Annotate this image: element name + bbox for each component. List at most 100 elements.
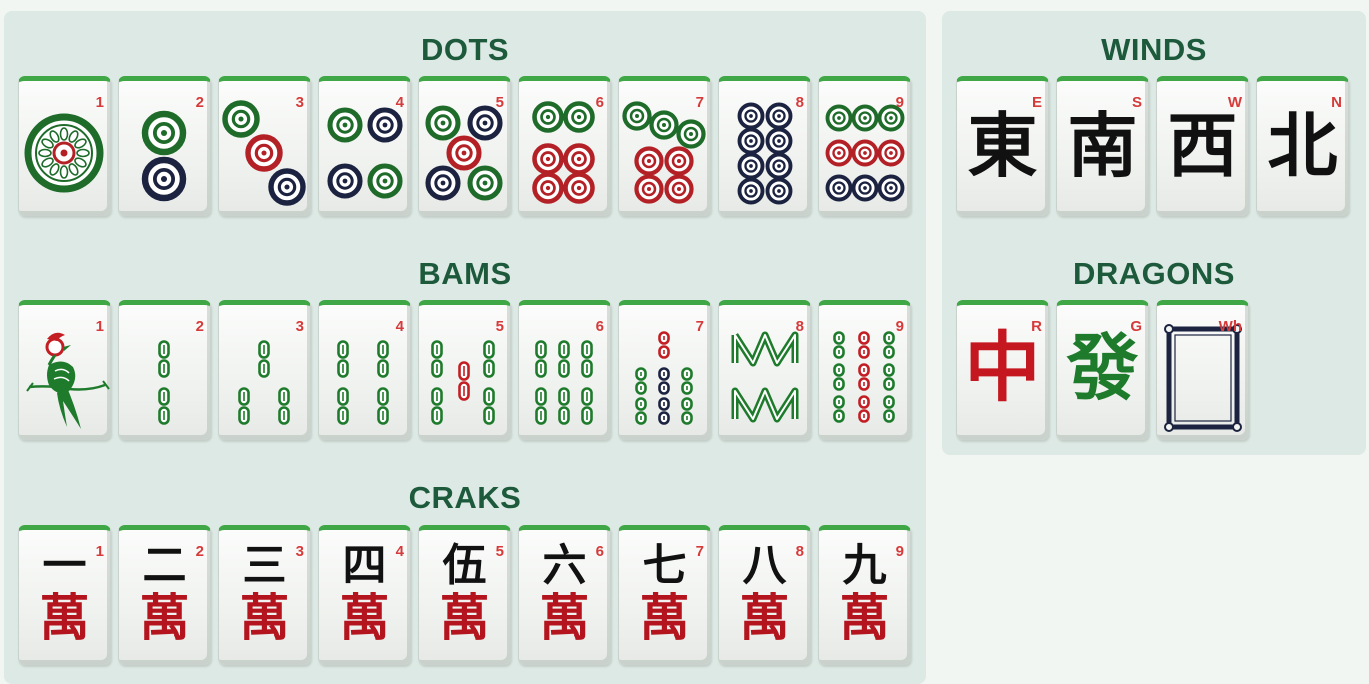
dot-tile-2[interactable]: 2 — [118, 76, 211, 216]
tile-index-label: 8 — [795, 543, 804, 560]
bamboo-stick — [833, 331, 845, 359]
bams-pattern-4 — [337, 340, 389, 425]
dot-circle — [425, 105, 461, 141]
tile-index-label: R — [1031, 318, 1042, 335]
bamboo-stick — [658, 367, 670, 395]
dragon-character: 發 — [1066, 325, 1139, 410]
tile-index-label: 8 — [795, 318, 804, 335]
dot-circle — [532, 101, 564, 133]
tile-index-label: 2 — [195, 543, 204, 560]
crak-wan-character: 萬 — [639, 588, 690, 647]
bam-tile-9[interactable]: 9 — [818, 300, 911, 440]
bams-pattern-9 — [833, 331, 895, 423]
bamboo-stick — [431, 340, 443, 378]
tile-index-label: 3 — [295, 94, 304, 111]
dot-circle — [467, 105, 503, 141]
dot-circle — [268, 168, 306, 206]
bamboo-stick — [658, 331, 670, 359]
bamboo-stick — [558, 387, 570, 425]
section-title-winds: WINDS — [1101, 32, 1207, 67]
tile-index-label: 6 — [595, 318, 604, 335]
dots-pattern-7 — [622, 101, 706, 204]
bamboo-stick — [681, 367, 693, 395]
bam-tile-8[interactable]: 8 — [718, 300, 811, 440]
bam-tile-3[interactable]: 3 — [218, 300, 311, 440]
bamboo-stick — [377, 340, 389, 378]
bam-tile-1[interactable]: 1 — [18, 300, 111, 440]
dot-circle — [563, 101, 595, 133]
dragon-tile-wh[interactable]: Wh — [1156, 300, 1249, 440]
bam-tile-4[interactable]: 4 — [318, 300, 411, 440]
bamboo-stick — [681, 397, 693, 425]
dot-circle — [367, 163, 403, 199]
dot-circle — [327, 163, 363, 199]
tile-index-label: S — [1131, 94, 1142, 111]
dot-tile-6[interactable]: 6 — [518, 76, 611, 216]
dot-circle — [532, 143, 564, 175]
crak-numeral: 四 — [342, 540, 387, 591]
crak-numeral: 八 — [742, 540, 787, 591]
dots-pattern-9 — [825, 104, 905, 202]
bamboo-stick — [483, 387, 495, 425]
dot-tile-5[interactable]: 5 — [418, 76, 511, 216]
bams-pattern-6 — [535, 340, 593, 425]
dot-circle — [222, 100, 260, 138]
section-title-bams: BAMS — [418, 256, 512, 291]
tile-index-label: 7 — [695, 94, 704, 111]
dot-circle — [765, 102, 793, 130]
bamboo-stick — [158, 340, 170, 378]
bam-tile-5[interactable]: 5 — [418, 300, 511, 440]
crak-numeral: 三 — [242, 540, 287, 591]
dot-circle — [563, 172, 595, 204]
dot-circle — [877, 139, 905, 167]
dot-circle — [245, 134, 283, 172]
bam-tile-7[interactable]: 7 — [618, 300, 711, 440]
crak-wan-character: 萬 — [39, 588, 90, 647]
tile-index-label: 7 — [695, 543, 704, 560]
tile-index-label: 3 — [295, 318, 304, 335]
dot-tile-4[interactable]: 4 — [318, 76, 411, 216]
dot-tile-3[interactable]: 3 — [218, 76, 311, 216]
tile-index-label: 9 — [895, 543, 904, 560]
dot-tile-7[interactable]: 7 — [618, 76, 711, 216]
dot-circle — [664, 174, 694, 204]
dot-tile-1[interactable]: 1 — [18, 76, 111, 216]
tile-index-label: 9 — [895, 94, 904, 111]
bamboo-stick — [833, 363, 845, 391]
tile-index-label: 1 — [95, 543, 104, 560]
crak-numeral: 二 — [142, 540, 187, 591]
bam-tile-2[interactable]: 2 — [118, 300, 211, 440]
bams-pattern-2 — [158, 340, 170, 425]
tile-index-label: 9 — [895, 318, 904, 335]
bamboo-stick — [858, 395, 870, 423]
crak-wan-character: 萬 — [139, 588, 190, 647]
bamboo-stick — [535, 387, 547, 425]
bamboo-stick — [858, 363, 870, 391]
tile-index-label: G — [1130, 318, 1142, 335]
bamboo-stick — [535, 340, 547, 378]
tile-index-label: 7 — [695, 318, 704, 335]
dot-tile-8[interactable]: 8 — [718, 76, 811, 216]
bam-tile-6[interactable]: 6 — [518, 300, 611, 440]
tile-index-label: 4 — [395, 318, 404, 335]
bamboo-stick — [883, 363, 895, 391]
dot-circle — [737, 127, 765, 155]
dot-tile-9[interactable]: 9 — [818, 76, 911, 216]
